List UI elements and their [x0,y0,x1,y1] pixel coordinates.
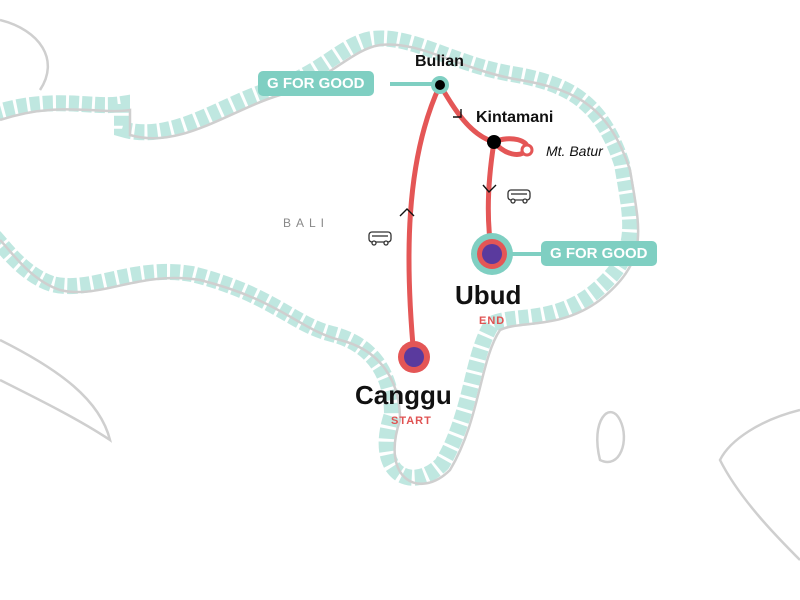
stop-label-canggu: Canggu [355,380,452,410]
g-for-good-badge[interactable]: G FOR GOOD [258,71,374,96]
stop-label-mt-batur: Mt. Batur [546,143,603,159]
region-label: BALI [283,216,330,230]
bulian-marker[interactable] [435,80,445,90]
bus-icon [368,231,392,246]
batur-marker [520,143,534,157]
coastline [0,18,800,561]
g-for-good-badge[interactable]: G FOR GOOD [541,241,657,266]
end-tag: END [479,315,506,327]
arrow-up-icon [399,208,415,217]
route-canggu-bulian [406,82,443,360]
stop-label-ubud: Ubud [455,280,522,310]
arrow-down-icon [482,184,497,194]
stop-label-bulian: Bulian [415,53,464,70]
ubud-marker[interactable] [482,244,502,264]
direction-arrows [399,109,497,217]
arrow-icon [453,109,462,118]
bus-icon [507,189,531,204]
stop-label-kintamani: Kintamani [476,109,554,126]
kintamani-marker[interactable] [487,135,501,149]
start-tag: START [391,415,432,427]
canggu-marker[interactable] [404,347,424,367]
